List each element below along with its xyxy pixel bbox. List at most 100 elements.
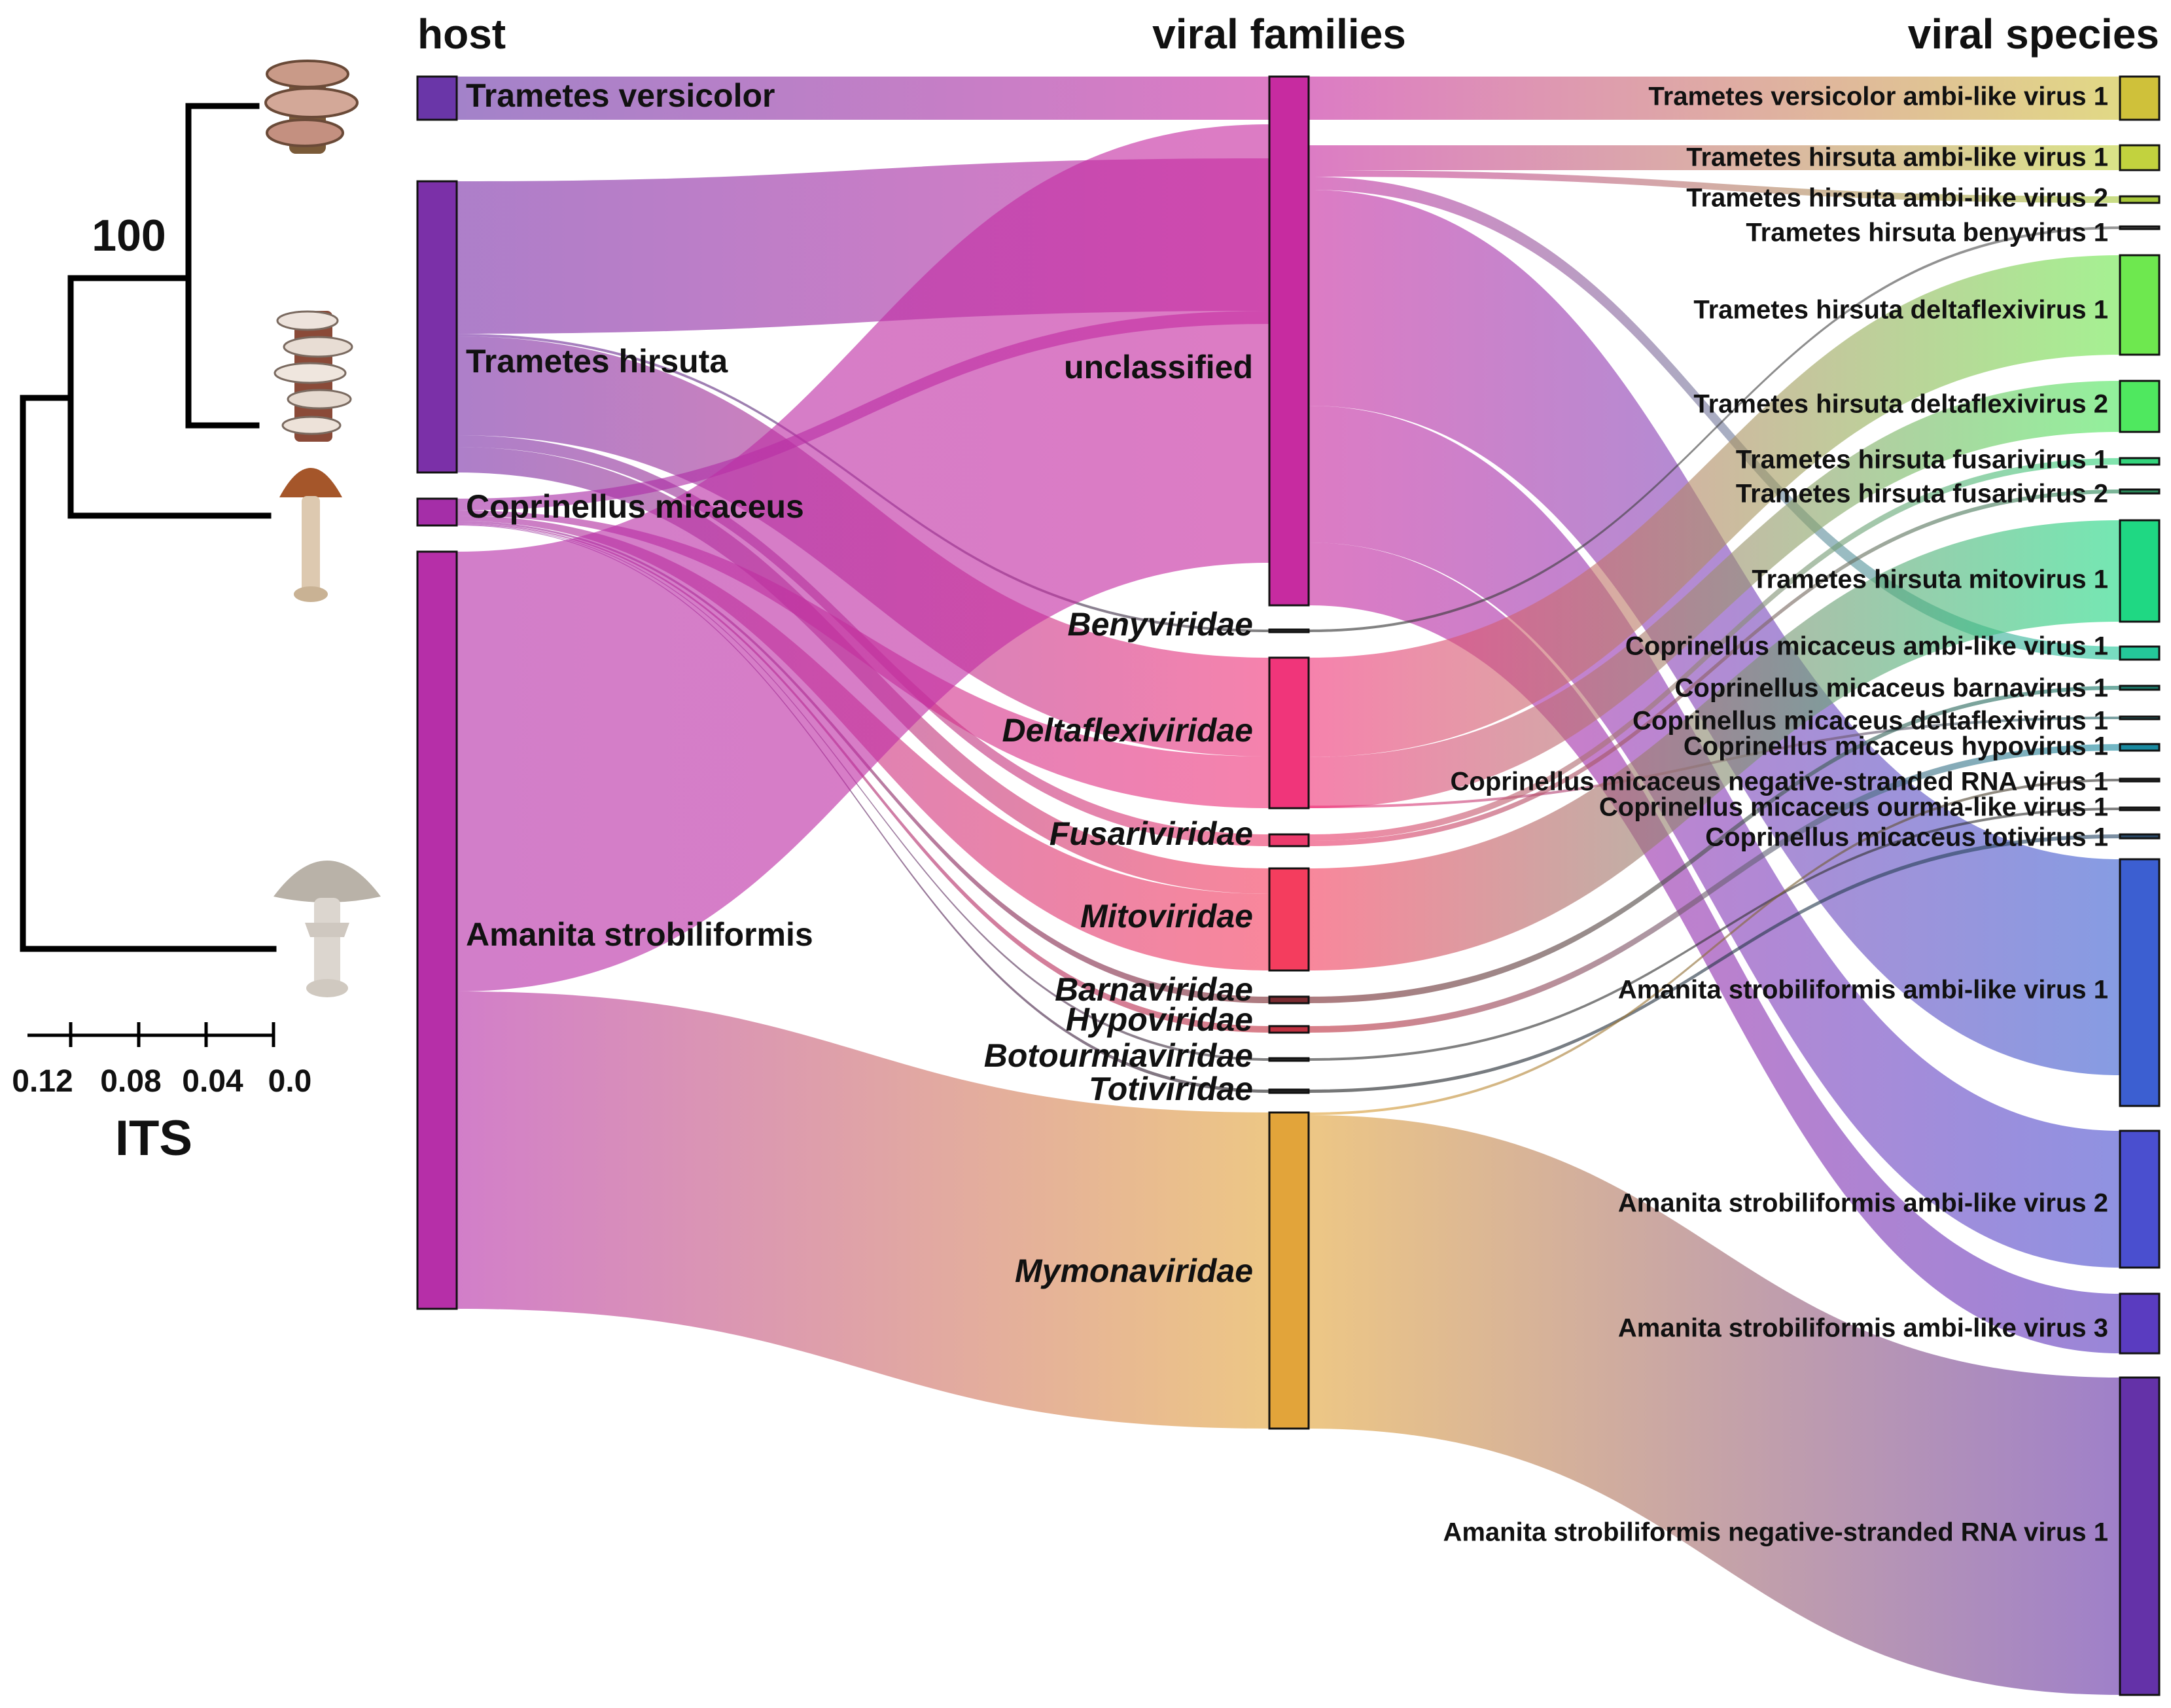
flow-hypo-to-s13 [1309,744,2120,1033]
flow-boto-to-s15 [1309,808,2120,1061]
species-label-s15: Coprinellus micaceus ourmia-like virus 1 [1599,793,2108,822]
species-label-s19: Amanita strobiliformis ambi-like virus 3 [1618,1314,2108,1343]
flow-mymo-to-s14 [1309,779,2120,1115]
species-node-s6 [2119,380,2161,433]
species-label-s5: Trametes hirsuta deltaflexivirus 1 [1693,296,2108,325]
flow-unc-to-s3 [1309,170,2120,203]
families-column-header: viral families [1152,10,1406,58]
species-label-s11: Coprinellus micaceus barnavirus 1 [1675,674,2108,703]
flow-delta-to-s5 [1309,255,2120,757]
family-label-barna: Barnaviridae [1055,971,1253,1008]
bootstrap-value: 100 [92,211,166,260]
family-node-mymo [1268,1111,1310,1430]
species-node-s4 [2119,225,2161,230]
family-label-mymo: Mymonaviridae [1015,1253,1253,1289]
coprinellus-micaceus-illustration [279,468,342,602]
species-column-header: viral species [1908,10,2159,58]
species-node-s2 [2119,144,2161,171]
species-label-s3: Trametes hirsuta ambi-like virus 2 [1686,184,2108,213]
species-label-s2: Trametes hirsuta ambi-like virus 1 [1686,143,2108,172]
family-node-mito [1268,867,1310,972]
species-node-s12 [2119,715,2161,721]
sankey-nodes [416,75,2161,1696]
family-node-fus [1268,833,1310,847]
species-node-s9 [2119,519,2161,623]
family-label-hypo: Hypoviridae [1066,1001,1253,1038]
flow-barna-to-s11 [1309,686,2120,1003]
species-node-s10 [2119,645,2161,661]
host-label-th: Trametes hirsuta [466,343,728,380]
species-label-s12: Coprinellus micaceus deltaflexivirus 1 [1633,707,2108,736]
species-node-s19 [2119,1292,2161,1355]
scale-title: ITS [115,1111,192,1166]
flow-mito-to-s9 [1309,520,2120,970]
sankey-flows [457,77,2120,1695]
flow-unc-to-s1 [1309,77,2120,120]
flow-as-to-unc [457,124,1269,991]
species-node-s16 [2119,833,2161,840]
flow-mymo-to-s20 [1309,1115,2120,1695]
scale-tick-label-0-0: 0.0 [268,1064,312,1099]
species-label-s10: Coprinellus micaceus ambi-like virus 1 [1625,632,2108,661]
species-label-s9: Trametes hirsuta mitovirus 1 [1752,565,2108,594]
species-label-s7: Trametes hirsuta fusarivirus 1 [1736,446,2108,474]
trametes-versicolor-illustration [264,60,359,154]
species-label-s16: Coprinellus micaceus totivirus 1 [1705,823,2108,852]
host-node-cm [416,497,458,527]
its-scale-bar: 0.12 0.08 0.04 0.0 ITS [12,1022,311,1166]
family-label-delta: Deltaflexiviridae [1002,712,1253,749]
species-node-s13 [2119,743,2161,752]
flow-tv-to-unc [457,77,1269,120]
flow-unc-to-s2 [1309,145,2120,170]
species-label-s14: Coprinellus micaceus negative-stranded R… [1451,768,2109,796]
amanita-strobiliformis-illustration [274,861,381,997]
family-node-toti [1268,1088,1310,1094]
species-node-s5 [2119,254,2161,356]
species-label-s1: Trametes versicolor ambi-like virus 1 [1648,82,2108,111]
host-label-cm: Coprinellus micaceus [466,488,804,525]
flow-unc-to-s10 [1309,177,2120,660]
flow-cm-to-toti [457,525,1269,1093]
species-label-s13: Coprinellus micaceus hypovirus 1 [1684,732,2108,761]
species-label-s17: Amanita strobiliformis ambi-like virus 1 [1618,976,2108,1005]
flow-delta-to-s6 [1309,381,2120,808]
species-node-s15 [2119,806,2161,811]
family-node-hypo [1268,1025,1310,1034]
flow-fus-to-s7 [1309,458,2120,841]
host-column-header: host [417,10,506,58]
flow-unc-to-s17 [1309,190,2120,1075]
trametes-hirsuta-illustration [274,310,353,442]
host-label-as: Amanita strobiliformis [466,916,813,953]
flow-fus-to-s8 [1309,489,2120,846]
family-label-beny: Benyviridae [1068,606,1253,643]
species-label-s4: Trametes hirsuta benyvirus 1 [1746,219,2108,247]
species-node-s7 [2119,457,2161,466]
species-node-s8 [2119,488,2161,495]
flow-unc-to-s18 [1309,406,2120,1268]
species-label-s20: Amanita strobiliformis negative-stranded… [1443,1518,2108,1547]
family-label-boto: Botourmiaviridae [984,1037,1253,1074]
host-node-as [416,550,458,1310]
flow-toti-to-s16 [1309,834,2120,1093]
family-label-toti: Totiviridae [1089,1071,1253,1107]
species-node-s11 [2119,685,2161,691]
species-node-s3 [2119,195,2161,204]
family-node-boto [1268,1057,1310,1062]
family-label-mito: Mitoviridae [1080,898,1253,934]
scale-tick-label-0-04: 0.04 [182,1064,243,1099]
family-node-beny [1268,628,1310,633]
host-node-th [416,180,458,474]
family-node-delta [1268,656,1310,810]
species-label-s18: Amanita strobiliformis ambi-like virus 2 [1618,1189,2108,1218]
family-node-barna [1268,995,1310,1005]
flow-cm-to-boto [457,524,1269,1061]
scale-tick-label-0-08: 0.08 [100,1064,161,1099]
species-node-s14 [2119,777,2161,783]
family-node-unc [1268,75,1310,607]
flow-cm-to-hypo [457,523,1269,1033]
species-node-s18 [2119,1130,2161,1269]
scale-tick-label-0-12: 0.12 [12,1064,73,1099]
flow-as-to-mymo [457,991,1269,1429]
